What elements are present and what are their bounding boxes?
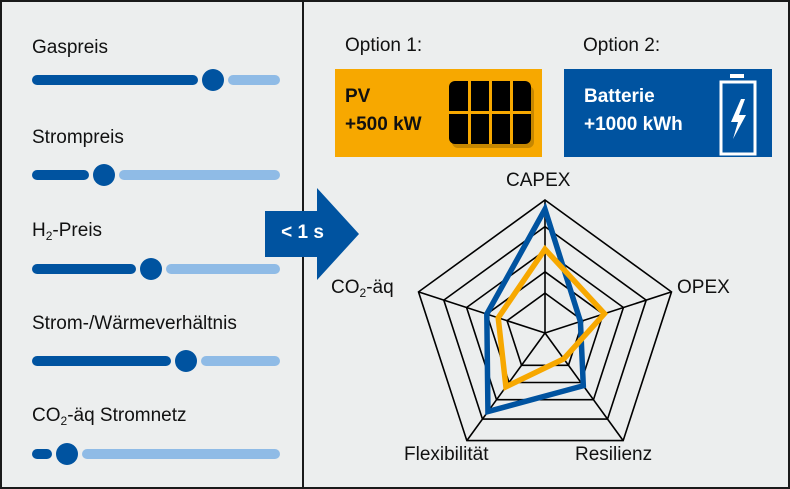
option-1-name: PV [345,86,371,107]
slider-handle[interactable] [92,164,115,186]
slider-label-co2-stromnetz: CO2-äq Stromnetz [32,405,187,428]
slider-handle[interactable] [55,443,78,465]
radar-series [484,202,609,416]
slider-track-filled [32,264,137,274]
option-1-amount: +500 kW [345,114,422,135]
slider-track-empty [81,449,280,459]
solar-panel-icon [449,81,534,148]
slider-strompreis[interactable] [32,163,280,187]
slider-track-filled [32,449,52,459]
radar-series-option-2-batterie [484,202,587,416]
slider-handle[interactable] [202,69,225,91]
slider-handle[interactable] [140,258,163,280]
axis-label-opex: OPEX [677,277,730,298]
slider-track-filled [32,356,171,366]
option-2-name: Batterie [584,86,655,107]
axis-label-resilienz: Resilienz [575,444,653,465]
right-arrow-icon [265,188,359,280]
axis-label-flexibilitaet: Flexibilität [404,444,489,465]
slider-track-empty [118,170,280,180]
radar-spoke-2 [544,291,672,334]
axis-label-capex: CAPEX [506,170,571,191]
slider-track-filled [32,170,89,180]
radar-ring-3 [465,249,625,401]
radar-ring-2 [485,270,605,384]
radar-ring-4 [442,225,648,420]
option-2-amount: +1000 kWh [584,114,683,135]
radar-chart [417,199,673,442]
option-2-text: Batterie +1000 kWh [584,83,683,139]
radar-ring-5 [417,199,673,442]
option-1-title: Option 1: [345,35,423,56]
slider-h2-preis[interactable] [32,257,280,281]
radar-grid [417,199,673,442]
slider-track-empty [228,75,280,85]
slider-track-empty [200,356,280,366]
radar-series-option-1-pv [495,244,609,391]
slider-label-h2-preis: H2-Preis [32,220,103,243]
option-1-card: PV +500 kW [335,69,542,157]
slider-track-empty [166,264,280,274]
slider-gaspreis[interactable] [32,68,280,92]
slider-label-gaspreis: Gaspreis [32,37,109,58]
computation-time-label: < 1 s [281,222,324,243]
axis-label-co2-aeq: CO2-äq [331,277,394,300]
option-1-text: PV +500 kW [345,83,422,139]
slider-strom-waerme[interactable] [32,349,280,373]
slider-handle[interactable] [174,350,197,372]
slider-co2-stromnetz[interactable] [32,442,280,466]
battery-charging-icon [719,74,757,156]
slider-label-strom-waerme: Strom-/Wärmeverhältnis [32,313,237,334]
slider-track-filled [32,75,199,85]
option-2-title: Option 2: [583,35,661,56]
option-2-card: Batterie +1000 kWh [564,69,772,157]
radar-spoke-5 [418,291,546,334]
slider-label-strompreis: Strompreis [32,127,124,148]
